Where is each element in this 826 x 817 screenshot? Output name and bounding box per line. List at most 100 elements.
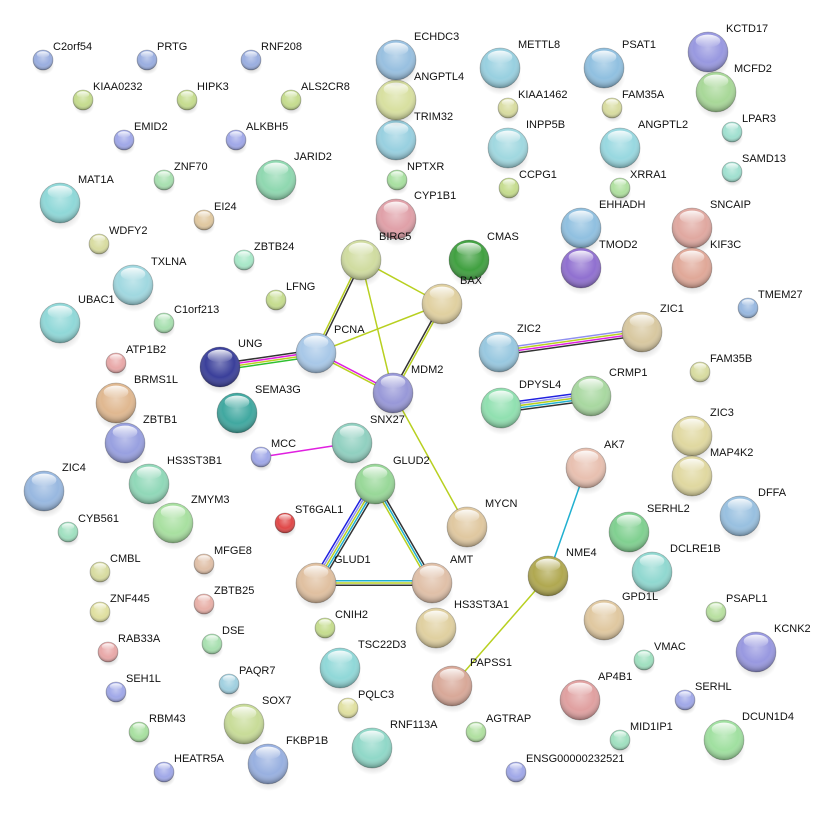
node-rab33a[interactable] bbox=[97, 641, 120, 667]
node-label[interactable]: CMAS bbox=[487, 231, 519, 243]
node-nme4[interactable] bbox=[527, 555, 570, 603]
node-label[interactable]: TMOD2 bbox=[599, 239, 638, 251]
node-ap4b1[interactable] bbox=[559, 679, 602, 727]
node-label[interactable]: SNCAIP bbox=[710, 199, 751, 211]
node-st6gal1[interactable] bbox=[274, 512, 297, 538]
node-label[interactable]: TMEM27 bbox=[758, 289, 803, 301]
node-label[interactable]: C1orf213 bbox=[174, 304, 219, 316]
node-ung[interactable] bbox=[199, 346, 242, 394]
node-papss1[interactable] bbox=[431, 665, 474, 713]
node-label[interactable]: ZMYM3 bbox=[191, 494, 230, 506]
node-label[interactable]: LFNG bbox=[286, 281, 315, 293]
node-psat1[interactable] bbox=[583, 47, 626, 95]
node-label[interactable]: AP4B1 bbox=[598, 671, 632, 683]
node-label[interactable]: ALKBH5 bbox=[246, 121, 288, 133]
node-label[interactable]: CYP1B1 bbox=[414, 190, 456, 202]
node-dcun1d4[interactable] bbox=[703, 719, 746, 767]
node-label[interactable]: SAMD13 bbox=[742, 153, 786, 165]
node-sema3g[interactable] bbox=[216, 392, 259, 440]
node-label[interactable]: BRMS1L bbox=[134, 374, 178, 386]
node-label[interactable]: ANGPTL2 bbox=[638, 119, 688, 131]
node-fam35b[interactable] bbox=[689, 361, 712, 387]
node-fkbp1b[interactable] bbox=[247, 743, 290, 791]
node-cnih2[interactable] bbox=[314, 617, 337, 643]
node-label[interactable]: METTL8 bbox=[518, 39, 560, 51]
node-glud2[interactable] bbox=[354, 463, 397, 511]
node-label[interactable]: MCC bbox=[271, 438, 296, 450]
node-als2cr8[interactable] bbox=[280, 89, 303, 115]
node-label[interactable]: ST6GAL1 bbox=[295, 504, 343, 516]
node-label[interactable]: TRIM32 bbox=[414, 111, 453, 123]
node-label[interactable]: MAT1A bbox=[78, 174, 115, 186]
node-kiaa0232[interactable] bbox=[72, 89, 95, 115]
node-zic1[interactable] bbox=[621, 311, 664, 359]
node-ei24[interactable] bbox=[193, 209, 216, 235]
node-trim32[interactable] bbox=[375, 119, 418, 167]
node-mdm2[interactable] bbox=[372, 372, 415, 420]
node-label[interactable]: ZBTB1 bbox=[143, 414, 177, 426]
node-znf70[interactable] bbox=[153, 169, 176, 195]
node-label[interactable]: RNF208 bbox=[261, 41, 302, 53]
node-label[interactable]: PRTG bbox=[157, 41, 187, 53]
node-zic3[interactable] bbox=[671, 415, 714, 463]
node-label[interactable]: ALS2CR8 bbox=[301, 81, 350, 93]
node-fam35a[interactable] bbox=[601, 97, 624, 123]
node-label[interactable]: KIAA0232 bbox=[93, 81, 143, 93]
node-label[interactable]: AGTRAP bbox=[486, 713, 531, 725]
node-xrra1[interactable] bbox=[609, 177, 632, 203]
node-label[interactable]: ZIC2 bbox=[517, 323, 541, 335]
node-pcna[interactable] bbox=[295, 332, 338, 380]
node-paqr7[interactable] bbox=[218, 673, 241, 699]
node-mat1a[interactable] bbox=[39, 182, 82, 230]
node-kctd17[interactable] bbox=[687, 31, 730, 79]
node-label[interactable]: GPD1L bbox=[622, 591, 658, 603]
node-heatr5a[interactable] bbox=[153, 761, 176, 787]
node-label[interactable]: DPYSL4 bbox=[519, 379, 561, 391]
node-label[interactable]: MFGE8 bbox=[214, 545, 252, 557]
node-label[interactable]: HS3ST3A1 bbox=[454, 599, 509, 611]
node-label[interactable]: CYB561 bbox=[78, 513, 119, 525]
node-serhl[interactable] bbox=[674, 689, 697, 715]
node-label[interactable]: ZBTB24 bbox=[254, 241, 294, 253]
node-label[interactable]: SERHL bbox=[695, 681, 732, 693]
node-mycn[interactable] bbox=[446, 506, 489, 554]
node-label[interactable]: HS3ST3B1 bbox=[167, 455, 222, 467]
node-dclre1b[interactable] bbox=[631, 551, 674, 599]
node-label[interactable]: SEMA3G bbox=[255, 384, 301, 396]
node-label[interactable]: PCNA bbox=[334, 324, 365, 336]
node-cyb561[interactable] bbox=[57, 521, 80, 547]
node-label[interactable]: GLUD1 bbox=[334, 554, 371, 566]
node-label[interactable]: AK7 bbox=[604, 439, 625, 451]
edge-ZIC2-ZIC1[interactable] bbox=[498, 327, 643, 357]
node-label[interactable]: RAB33A bbox=[118, 633, 161, 645]
node-mid1ip1[interactable] bbox=[609, 729, 632, 755]
node-label[interactable]: CRMP1 bbox=[609, 367, 648, 379]
node-label[interactable]: NPTXR bbox=[407, 161, 444, 173]
node-label[interactable]: SOX7 bbox=[262, 695, 291, 707]
node-kcnk2[interactable] bbox=[735, 631, 778, 679]
node-tmem27[interactable] bbox=[737, 297, 760, 323]
node-label[interactable]: KIAA1462 bbox=[518, 89, 568, 101]
node-dse[interactable] bbox=[201, 633, 224, 659]
node-label[interactable]: RBM43 bbox=[149, 713, 186, 725]
node-label[interactable]: ZBTB25 bbox=[214, 585, 254, 597]
node-zmym3[interactable] bbox=[152, 502, 195, 550]
node-cmbl[interactable] bbox=[89, 561, 112, 587]
node-mcfd2[interactable] bbox=[695, 71, 738, 119]
node-sox7[interactable] bbox=[223, 703, 266, 751]
node-label[interactable]: ANGPTL4 bbox=[414, 71, 464, 83]
node-label[interactable]: KCTD17 bbox=[726, 23, 768, 35]
node-label[interactable]: INPP5B bbox=[526, 119, 565, 131]
node-label[interactable]: BIRC5 bbox=[379, 231, 411, 243]
node-mcc[interactable] bbox=[250, 446, 273, 472]
node-label[interactable]: PAPSS1 bbox=[470, 657, 512, 669]
node-label[interactable]: MID1IP1 bbox=[630, 721, 673, 733]
node-label[interactable]: DCLRE1B bbox=[670, 543, 721, 555]
node-label[interactable]: DFFA bbox=[758, 487, 787, 499]
node-label[interactable]: ZNF445 bbox=[110, 593, 150, 605]
node-label[interactable]: UNG bbox=[238, 338, 262, 350]
node-echdc3[interactable] bbox=[375, 39, 418, 87]
node-alkbh5[interactable] bbox=[225, 129, 248, 155]
node-ensg00000232521[interactable] bbox=[505, 761, 528, 787]
node-hs3st3b1[interactable] bbox=[128, 463, 171, 511]
